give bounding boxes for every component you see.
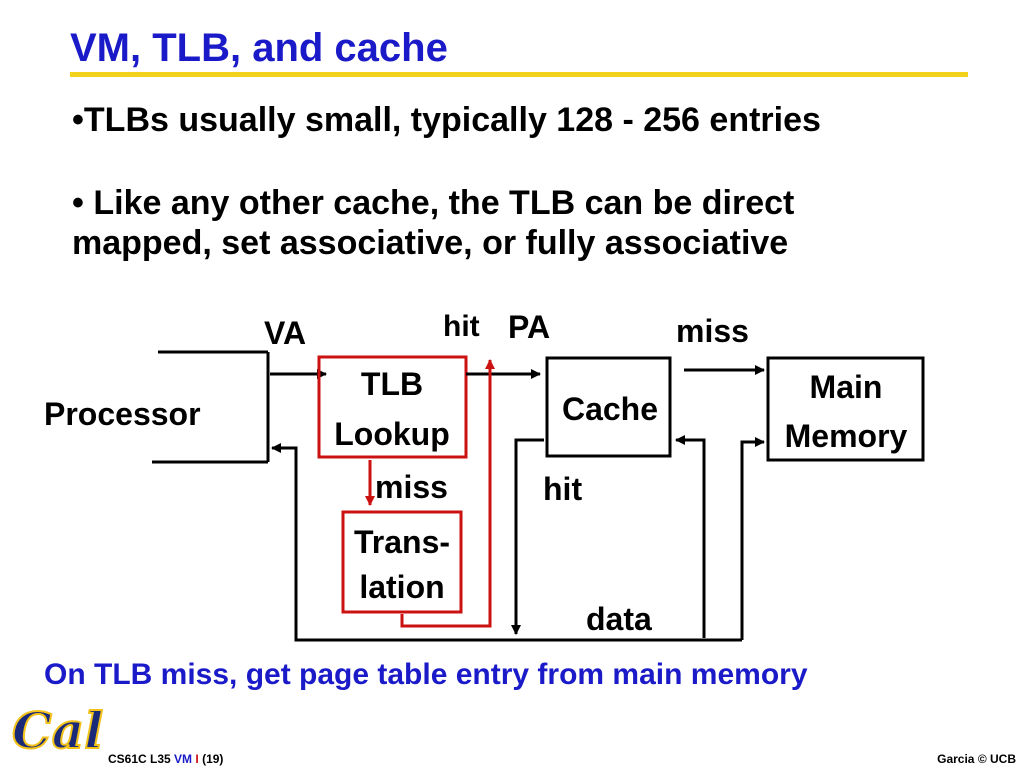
- cal-logo-text: Cal: [12, 701, 103, 760]
- cache-box: [545, 356, 672, 458]
- title-underline: [70, 72, 968, 77]
- cache-label: Cache: [562, 391, 658, 427]
- cache-hit-label: hit: [543, 471, 582, 507]
- translation-return-arrow: [400, 359, 495, 628]
- main-label: Main: [810, 369, 883, 405]
- footer-slide-number: (19): [202, 752, 224, 766]
- data-return-path: [271, 443, 742, 642]
- bullet-2-line-2: mapped, set associative, or fully associ…: [72, 224, 789, 262]
- processor-label: Processor: [44, 396, 201, 432]
- bullet-1: •TLBs usually small, typically 128 - 256…: [72, 101, 821, 139]
- footer-topic-vm: VM: [174, 752, 193, 766]
- footer-topic-i: I: [195, 752, 199, 766]
- memory-to-cache-arrow: [740, 437, 765, 640]
- footer-course: CS61C L35 VM I (19): [108, 752, 223, 766]
- memory-label: Memory: [785, 418, 908, 454]
- tlb-lookup-box: [317, 355, 468, 459]
- translation-box: [341, 510, 463, 614]
- cal-logo: Cal: [11, 700, 103, 760]
- footer-course-code: CS61C L35: [108, 752, 171, 766]
- bullet-2-line-1: • Like any other cache, the TLB can be d…: [72, 184, 795, 222]
- tlb-miss-note: On TLB miss, get page table entry from m…: [44, 658, 808, 691]
- pa-label: PA: [508, 309, 550, 345]
- processor-outline: [152, 350, 270, 464]
- trans-label: Trans-: [354, 524, 450, 560]
- va-label: VA: [264, 315, 306, 351]
- tlb-miss-label: miss: [375, 469, 448, 505]
- lation-label: lation: [359, 569, 444, 605]
- main-memory-box: [766, 356, 925, 462]
- lookup-label: Lookup: [334, 416, 450, 452]
- cache-miss-label: miss: [676, 313, 749, 349]
- slide-title: VM, TLB, and cache: [70, 26, 448, 70]
- footer-credit: Garcia © UCB: [937, 752, 1016, 766]
- tlb-label: TLB: [361, 366, 423, 402]
- tlb-hit-label: hit: [443, 310, 480, 343]
- cache-hit-arrow: [511, 438, 544, 635]
- data-label: data: [586, 601, 652, 637]
- memory-fill-cache-arrow: [675, 435, 706, 638]
